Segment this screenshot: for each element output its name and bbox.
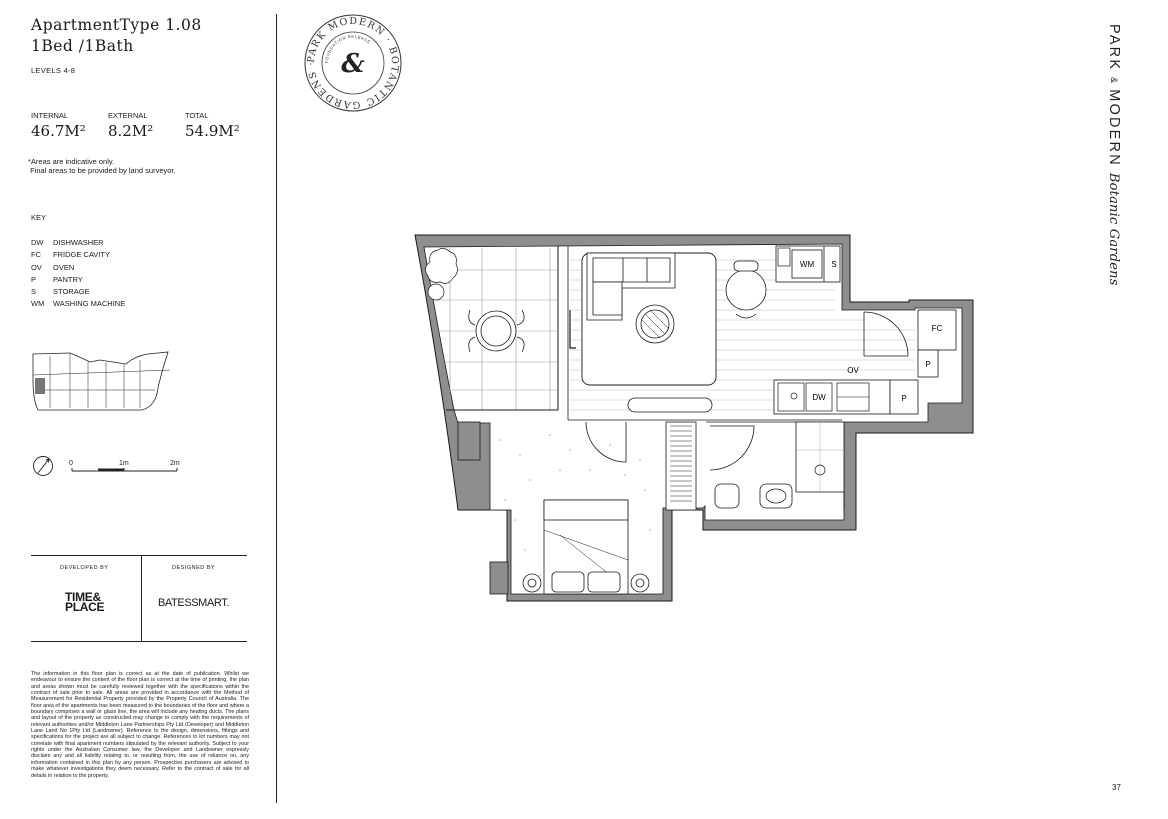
designer-logo: BATESSMART. <box>158 597 229 609</box>
disclaimer-text: The information in this floor plan is co… <box>31 671 249 779</box>
dining-table <box>725 260 767 319</box>
brand-ampersand-icon: & <box>1109 77 1119 83</box>
fc-label: FC <box>932 324 943 333</box>
internal-area-value: 46.7M² <box>31 122 86 140</box>
scale-mark-1m: 1m <box>119 460 129 467</box>
external-area-label: EXTERNAL <box>108 111 148 120</box>
area-note: *Areas are indicative only. Final areas … <box>28 157 176 175</box>
plant-icon <box>425 248 458 301</box>
developer-logo: TIME& PLACE <box>65 590 105 614</box>
coffee-table <box>635 304 675 344</box>
designed-by-label: DESIGNED BY <box>172 565 216 571</box>
apartment-title: ApartmentType 1.08 <box>31 16 202 34</box>
key-item: WM WASHING MACHINE <box>31 298 125 310</box>
key-abbr: P <box>31 274 37 284</box>
key-abbr: FC <box>31 250 41 260</box>
scale-mark-2m: 2m <box>170 460 180 467</box>
total-area-label: TOTAL <box>185 111 209 120</box>
key-abbr: WM <box>31 299 45 309</box>
key-item: S STORAGE <box>31 286 125 298</box>
key-item: OV OVEN <box>31 262 125 274</box>
developed-by-label: DEVELOPED BY <box>60 565 109 571</box>
apartment-subtitle: 1Bed /1Bath <box>31 37 134 55</box>
north-arrow-icon <box>33 456 53 476</box>
key-list: DW DISHWASHER FC FRIDGE CAVITY OV OVEN P PAN… <box>31 237 125 311</box>
park-modern-seal: PARK MODERN · BOTANTIC GARDENS · FOUNDAT… <box>304 14 402 112</box>
dw-label: DW <box>812 393 826 402</box>
key-label: WASHING MACHINE <box>53 299 126 309</box>
scale-mark-0: 0 <box>69 460 73 467</box>
internal-area-label: INTERNAL <box>31 111 69 120</box>
total-area-value: 54.9M² <box>185 122 240 140</box>
building-keyplan <box>32 351 171 411</box>
key-label: PANTRY <box>53 274 83 284</box>
sofa-icon <box>586 252 676 321</box>
laundry-sink-icon <box>777 247 791 267</box>
scale-bar <box>71 468 178 472</box>
key-item: P PANTRY <box>31 274 125 286</box>
column-divider <box>276 14 277 803</box>
svg-text:PARKMODERNBotanic Gardens: PARK MODERN Botanic Gardens <box>1106 24 1122 286</box>
key-label: FRIDGE CAVITY <box>53 250 110 260</box>
key-item: FC FRIDGE CAVITY <box>31 249 125 261</box>
toilet-icon <box>714 483 740 509</box>
p2-label: P <box>901 394 906 403</box>
ampersand-icon: & <box>341 49 365 79</box>
bed-icon <box>522 499 650 595</box>
bedroom-carpet-speckle <box>499 434 651 576</box>
key-abbr: S <box>31 287 37 297</box>
levels-label: LEVELS 4-8 <box>31 66 76 75</box>
bench <box>627 397 713 413</box>
credits-box: DEVELOPED BY DESIGNED BY TIME& PLACE BAT… <box>31 555 247 642</box>
balcony-table <box>468 309 525 353</box>
brand-word1: PARK <box>1106 24 1122 71</box>
key-title: KEY <box>31 213 47 222</box>
key-label: DISHWASHER <box>53 238 104 247</box>
external-area-value: 8.2M² <box>108 122 154 140</box>
developer-logo-line2: PLACE <box>65 600 105 614</box>
park-modern-brand: PARK MODERN Botanic Gardens & <box>1106 24 1122 286</box>
page-number: 37 <box>1112 783 1121 792</box>
floor-plan: WM S FC P OV DW P <box>414 234 974 602</box>
key-abbr: OV <box>31 262 42 272</box>
north-and-scale <box>33 456 178 476</box>
key-label: STORAGE <box>53 287 90 297</box>
brand-word2: MODERN <box>1106 89 1122 167</box>
p1-label: P <box>925 360 930 369</box>
s-label: S <box>831 260 836 269</box>
key-label: OVEN <box>53 262 75 272</box>
developer-logo-line1: TIME& <box>65 590 101 604</box>
key-abbr: DW <box>31 238 44 247</box>
brand-script: Botanic Gardens <box>1106 172 1121 286</box>
ov-label: OV <box>847 366 859 375</box>
wm-label: WM <box>800 260 815 269</box>
key-item: DW DISHWASHER <box>31 237 125 249</box>
